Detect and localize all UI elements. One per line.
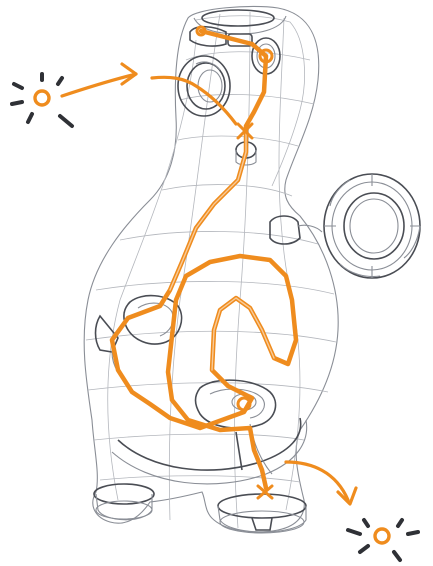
side-ring xyxy=(324,174,420,278)
wireframe-figure xyxy=(84,6,420,533)
sun-icon xyxy=(348,520,418,560)
left-foot xyxy=(94,484,154,520)
sun-icon xyxy=(12,74,72,126)
arrow-right-icon xyxy=(62,64,136,96)
right-foot xyxy=(218,494,306,533)
light-path xyxy=(62,27,356,504)
head-cap xyxy=(202,10,274,26)
